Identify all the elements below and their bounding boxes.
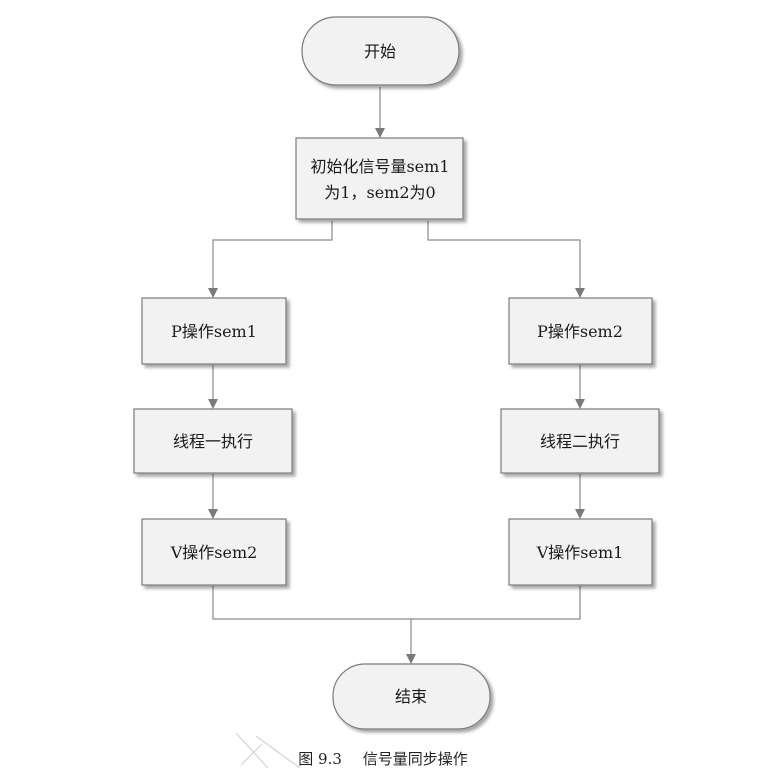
init-label-line1: 初始化信号量sem1 — [310, 157, 449, 176]
start-node: 开始 — [301, 16, 460, 86]
figure-title: 信号量同步操作 — [362, 750, 468, 768]
v-sem1-label: V操作sem1 — [536, 543, 624, 562]
merge-line — [212, 586, 581, 620]
end-label: 结束 — [395, 687, 427, 706]
init-label-line2: 为1，sem2为0 — [324, 183, 435, 202]
connectors — [208, 87, 585, 664]
thread1-label: 线程一执行 — [173, 432, 253, 451]
thread2-label: 线程二执行 — [540, 432, 620, 451]
v-sem2-label: V操作sem2 — [170, 543, 258, 562]
watermark-strokes — [235, 732, 301, 769]
figure-caption: 图 9.3 信号量同步操作 — [0, 748, 766, 769]
p-sem2-label: P操作sem2 — [537, 322, 623, 341]
v-sem2-node: V操作sem2 — [141, 518, 287, 586]
p-sem1-label: P操作sem1 — [171, 322, 257, 341]
end-node: 结束 — [332, 663, 491, 730]
v-sem1-node: V操作sem1 — [508, 518, 653, 586]
thread2-node: 线程二执行 — [500, 408, 660, 474]
figure-number: 图 9.3 — [298, 750, 342, 768]
arrow-init-to-p-sem2 — [427, 221, 585, 298]
start-label: 开始 — [364, 42, 396, 61]
p-sem2-node: P操作sem2 — [508, 297, 653, 365]
arrow-init-to-p-sem1 — [208, 221, 333, 298]
init-node: 初始化信号量sem1 为1，sem2为0 — [295, 137, 464, 220]
p-sem1-node: P操作sem1 — [141, 297, 287, 365]
thread1-node: 线程一执行 — [133, 408, 293, 474]
